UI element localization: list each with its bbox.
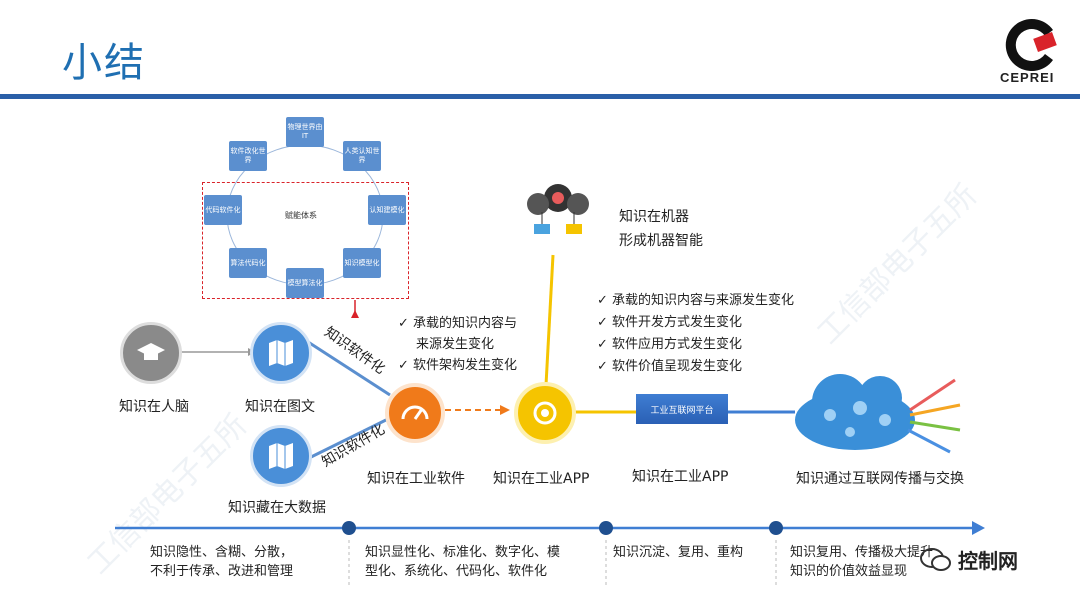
app-icon xyxy=(514,382,576,444)
logo-text: CEPREI xyxy=(1000,70,1055,85)
cycle-node: 人类认知世界 xyxy=(343,141,381,171)
timeline-text: 知识复用、传播极大提升知识的价值效益显现 xyxy=(790,545,934,579)
stage-text-label: 知识在图文 xyxy=(245,399,315,415)
stage-bigdata-label: 知识藏在大数据 xyxy=(228,500,326,516)
map-icon xyxy=(250,322,312,384)
cycle-node: 模型算法化 xyxy=(286,268,324,298)
checks-left: ✓ 承载的知识内容与 来源发生变化 ✓ 软件架构发生变化 xyxy=(398,316,518,373)
page-title: 小结 xyxy=(62,40,146,86)
ceprei-logo xyxy=(1005,19,1057,71)
wechat-icon xyxy=(920,547,951,571)
cycle-node: 代码软件化 xyxy=(204,195,242,225)
timeline-text: 知识显性化、标准化、数字化、模型化、系统化、代码化、软件化 xyxy=(365,545,561,579)
brain-icon xyxy=(120,322,182,384)
cycle-node: 认知建模化 xyxy=(368,195,406,225)
platform-box: 工业互联网平台 xyxy=(636,394,728,424)
cycle-center: 赋能体系 xyxy=(285,211,317,220)
title-divider xyxy=(0,94,1080,99)
stage-app-label: 知识在工业APP xyxy=(493,471,590,487)
stage-platform-label: 知识在工业APP xyxy=(632,469,729,485)
machine-label: 知识在机器 形成机器智能 xyxy=(619,209,703,249)
stage-software-label: 知识在工业软件 xyxy=(367,471,465,487)
cycle-node: 算法代码化 xyxy=(229,248,267,278)
cycle-node: 知识模型化 xyxy=(343,248,381,278)
timeline-text: 知识沉淀、复用、重构 xyxy=(613,545,744,560)
cycle-node: 物理世界由IT xyxy=(286,117,324,147)
cycle-dashed-frame xyxy=(202,182,409,299)
timeline-text: 知识隐性、含糊、分散，不利于传承、改进和管理 xyxy=(150,545,294,579)
cycle-diagram: 赋能体系 物理世界由IT 人类认知世界 认知建模化 知识模型化 模型算法化 算法… xyxy=(200,115,410,300)
cloud-icon xyxy=(795,374,961,454)
checks-right: ✓ 承载的知识内容与来源发生变化 ✓ 软件开发方式发生变化 ✓ 软件应用方式发生… xyxy=(597,293,795,374)
stage-internet-label: 知识通过互联网传播与交换 xyxy=(796,471,964,487)
stage-brain-label: 知识在人脑 xyxy=(119,399,189,415)
map-icon xyxy=(250,425,312,487)
wechat-badge: 控制网 xyxy=(920,545,1018,574)
gauge-icon xyxy=(385,383,445,443)
machine-gears-icon xyxy=(527,184,589,234)
cycle-node: 软件改化世界 xyxy=(229,141,267,171)
